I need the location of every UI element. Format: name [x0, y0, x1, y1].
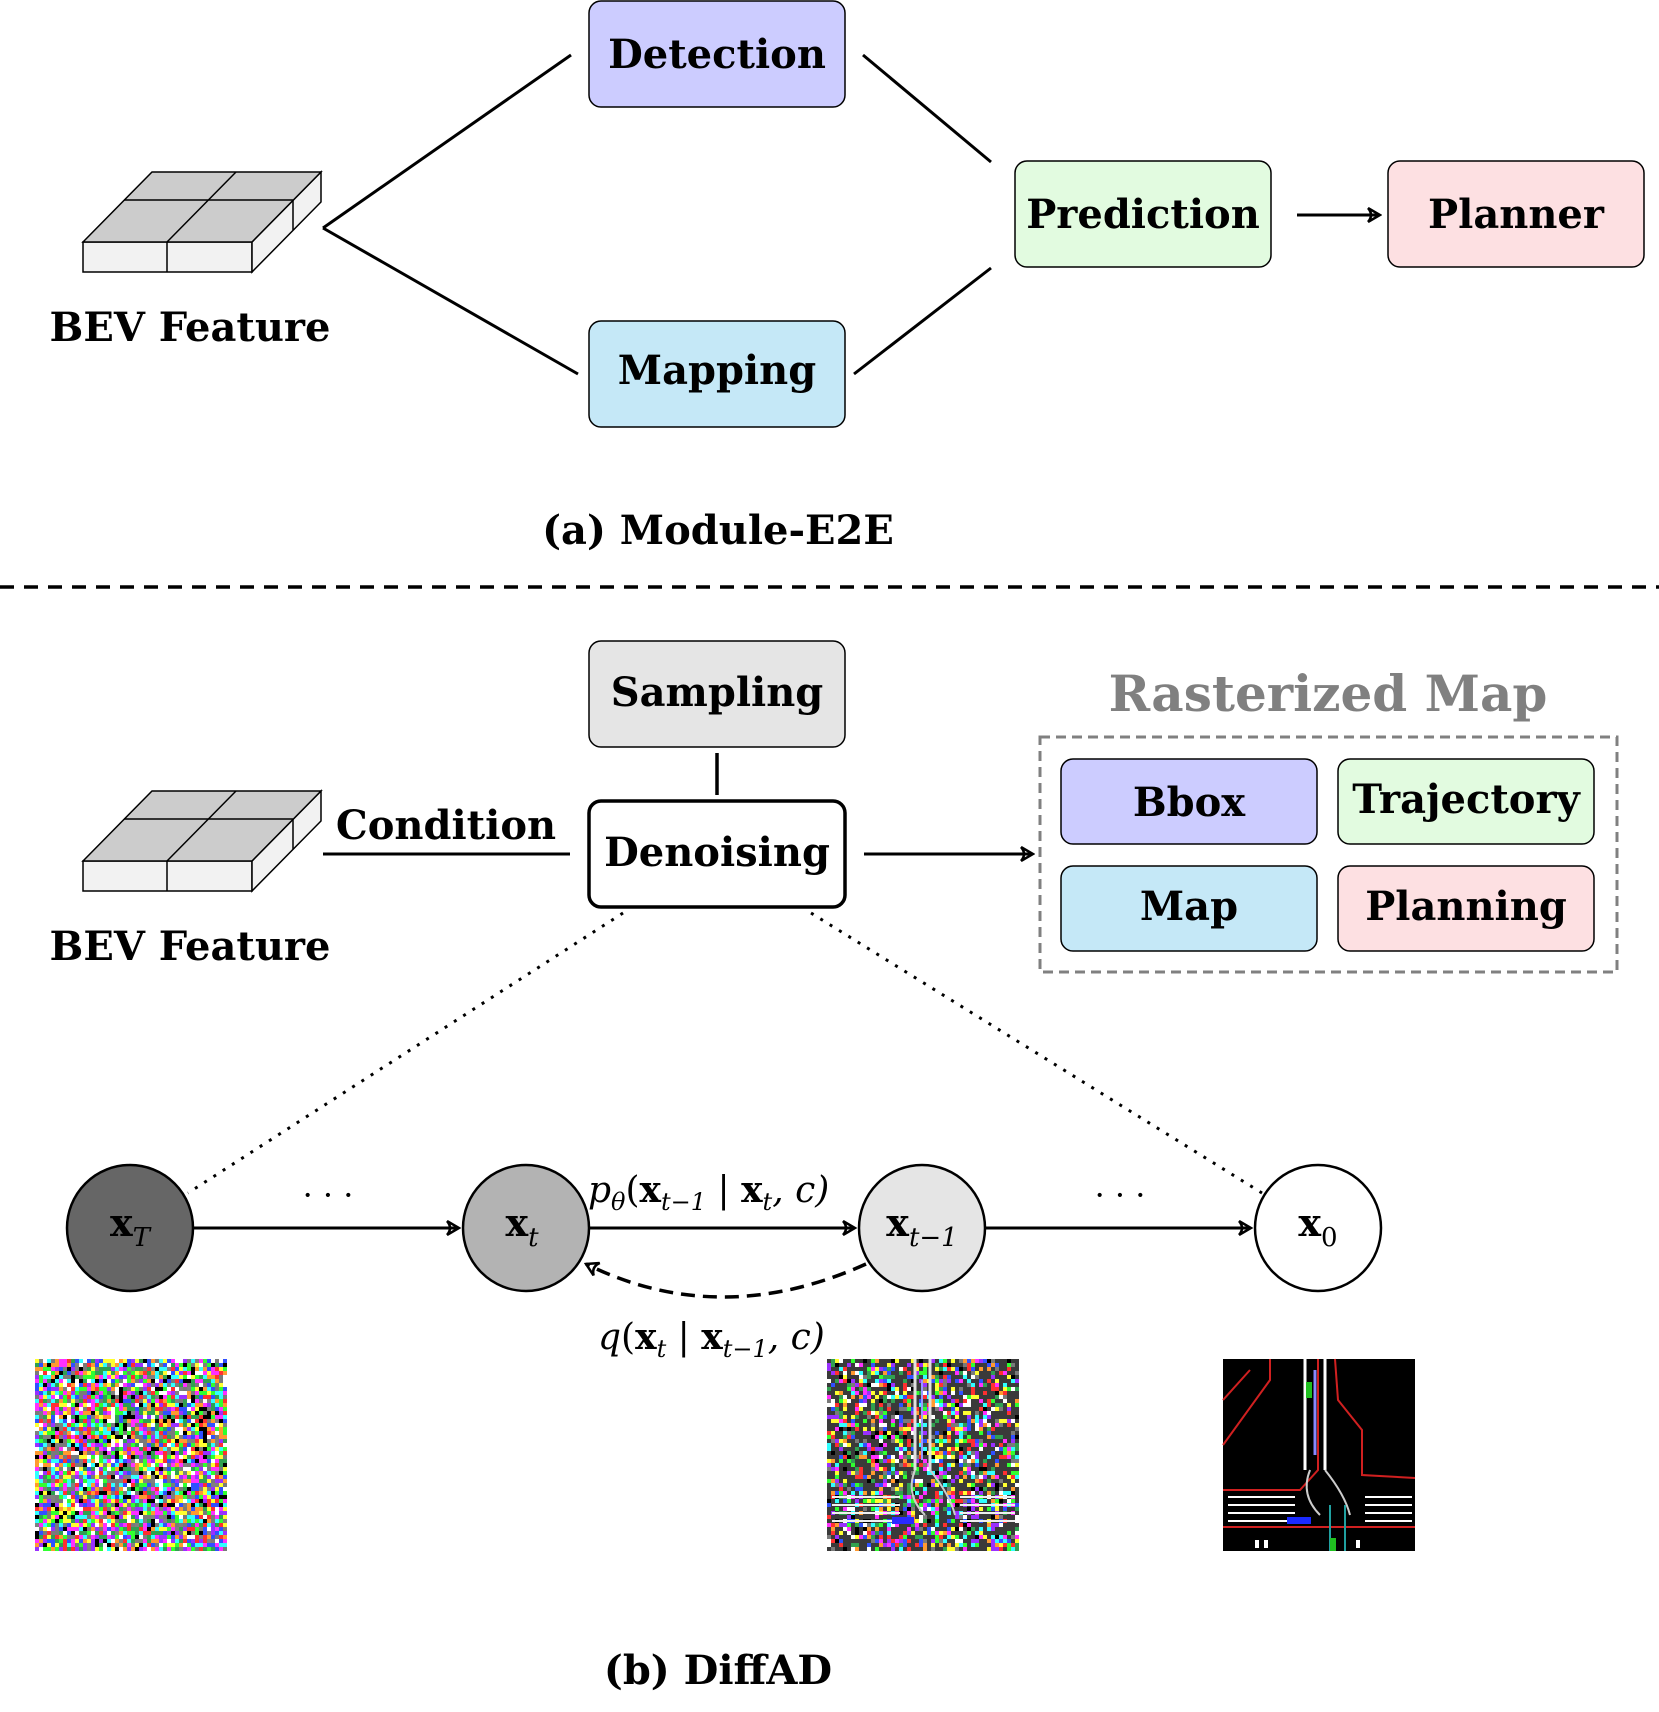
noisy-map-image-xt1 [827, 1359, 1019, 1551]
planner-box: Planner [1387, 160, 1645, 268]
dotted-guide-right [810, 911, 1263, 1195]
edge-bev-detection [322, 53, 572, 230]
edge-mapping-prediction [853, 266, 992, 376]
raster-item-map: Map [1060, 865, 1318, 952]
detection-label: Detection [608, 31, 826, 78]
node-xT-base: x [110, 1200, 133, 1245]
svg-text:xt−1: xt−1 [886, 1200, 957, 1253]
raster-frame [1038, 735, 1619, 974]
reverse-transition-label: q(xt | xt−1, c) [598, 1316, 825, 1363]
bev-feature-block-top [81, 170, 323, 274]
node-xt: xt [461, 1163, 591, 1293]
sampling-label: Sampling [611, 669, 824, 716]
caption-a: (a) Module-E2E [542, 507, 894, 554]
edge-bev-mapping [322, 226, 579, 376]
raster-item-trajectory-label: Trajectory [1352, 776, 1581, 823]
node-xt-sub: t [528, 1223, 539, 1253]
svg-text:xt: xt [505, 1200, 539, 1253]
clean-map-image-x0 [1222, 1358, 1416, 1551]
svg-text:xT: xT [110, 1200, 152, 1253]
prediction-box: Prediction [1014, 160, 1272, 268]
condition-label: Condition [336, 802, 556, 849]
edge-detection-prediction [862, 53, 992, 164]
forward-transition-label: pθ(xt−1 | xt, c) [588, 1169, 829, 1216]
caption-b: (b) DiffAD [604, 1647, 832, 1694]
arrow-reverse-q [586, 1264, 867, 1299]
sampling-box: Sampling [588, 640, 846, 748]
detection-box: Detection [588, 0, 846, 108]
node-xT: xT [65, 1163, 195, 1293]
node-xt-base: x [505, 1200, 528, 1245]
raster-item-map-label: Map [1140, 883, 1238, 930]
node-xt1-sub: t−1 [909, 1223, 958, 1253]
ellipsis-left: · · · [303, 1176, 354, 1214]
noise-image-xT [35, 1359, 227, 1551]
node-x0: x0 [1253, 1163, 1383, 1293]
raster-item-planning: Planning [1337, 865, 1595, 952]
node-x0-sub: 0 [1321, 1223, 1338, 1253]
dotted-guide-left [187, 911, 624, 1195]
raster-item-bbox-label: Bbox [1133, 779, 1246, 826]
svg-text:x0: x0 [1298, 1200, 1337, 1253]
denoising-box: Denoising [587, 799, 847, 909]
node-xt1-base: x [886, 1200, 909, 1245]
ellipsis-right: · · · [1095, 1176, 1146, 1214]
planner-label: Planner [1428, 191, 1605, 238]
node-xt1: xt−1 [857, 1163, 987, 1293]
raster-item-bbox: Bbox [1060, 758, 1318, 845]
mapping-box: Mapping [588, 320, 846, 428]
raster-item-planning-label: Planning [1365, 883, 1567, 930]
bev-feature-label-top: BEV Feature [50, 304, 331, 351]
denoising-label: Denoising [604, 829, 830, 876]
mapping-label: Mapping [618, 347, 816, 394]
node-x0-base: x [1298, 1200, 1321, 1245]
bev-feature-block-bottom [81, 789, 323, 893]
prediction-label: Prediction [1026, 191, 1260, 238]
bev-feature-label-bottom: BEV Feature [50, 923, 331, 970]
raster-title: Rasterized Map [1109, 664, 1548, 723]
raster-item-trajectory: Trajectory [1337, 758, 1595, 845]
node-xT-sub: T [133, 1223, 152, 1253]
